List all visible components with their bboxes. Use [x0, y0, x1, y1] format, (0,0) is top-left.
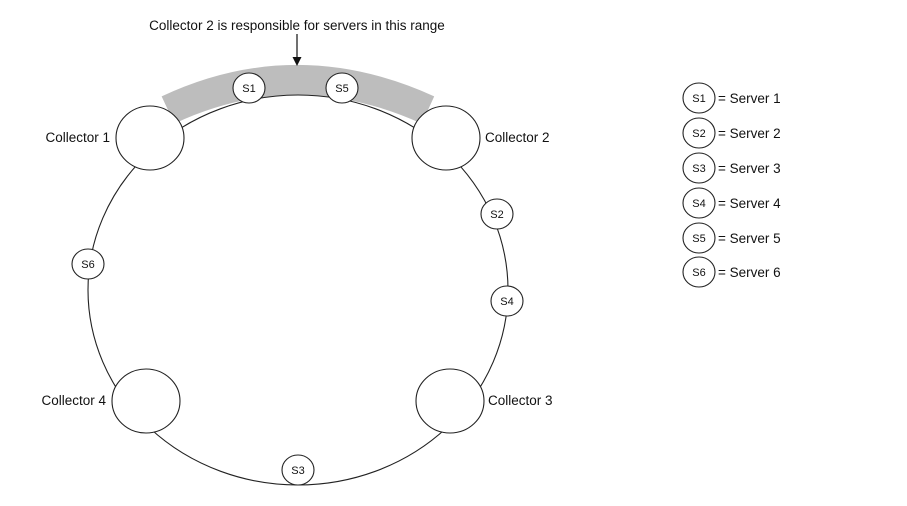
legend-s3-code: S3	[692, 163, 705, 175]
legend: S1 = Server 1 S2 = Server 2 S3 = Server …	[682, 82, 781, 288]
collector-2-node	[411, 105, 481, 171]
legend-item: S2 = Server 2	[682, 117, 781, 149]
legend-s4-text: = Server 4	[718, 196, 781, 211]
legend-s2-badge	[682, 117, 716, 149]
legend-s6-text: = Server 6	[718, 265, 781, 280]
collector-3: Collector 3	[415, 368, 553, 434]
collector-2-label: Collector 2	[485, 130, 550, 145]
collector-1-label: Collector 1	[45, 130, 110, 145]
server-s2-node	[480, 198, 514, 230]
server-s5-node	[325, 72, 359, 104]
callout-text: Collector 2 is responsible for servers i…	[149, 18, 445, 33]
server-s6-node	[71, 248, 105, 280]
server-s6: S6	[71, 248, 105, 280]
collector-2: Collector 2	[411, 105, 550, 171]
legend-s5-text: = Server 5	[718, 231, 781, 246]
collector-1-node	[115, 105, 185, 171]
server-s4: S4	[490, 285, 524, 317]
legend-s1-badge	[682, 82, 716, 114]
legend-s2-code: S2	[692, 128, 705, 140]
server-s1-label: S1	[242, 83, 255, 95]
server-s2-label: S2	[490, 209, 503, 221]
legend-s3-badge	[682, 152, 716, 184]
collector-3-node	[415, 368, 485, 434]
legend-s2-text: = Server 2	[718, 126, 781, 141]
server-s4-node	[490, 285, 524, 317]
server-s6-label: S6	[81, 259, 94, 271]
responsibility-range-band	[161, 65, 435, 124]
legend-item: S5 = Server 5	[682, 222, 781, 254]
legend-s6-code: S6	[692, 267, 705, 279]
server-s5-label: S5	[335, 83, 348, 95]
server-s1-node	[232, 72, 266, 104]
legend-item: S3 = Server 3	[682, 152, 781, 184]
server-s4-label: S4	[500, 296, 513, 308]
legend-item: S1 = Server 1	[682, 82, 781, 114]
legend-item: S4 = Server 4	[682, 187, 781, 219]
server-s3-node	[281, 454, 315, 486]
legend-s3-text: = Server 3	[718, 161, 781, 176]
server-s2: S2	[480, 198, 514, 230]
collector-4-node	[111, 368, 181, 434]
legend-s4-badge	[682, 187, 716, 219]
server-s1: S1	[232, 72, 266, 104]
server-s5: S5	[325, 72, 359, 104]
collector-4: Collector 4	[41, 368, 181, 434]
legend-s4-code: S4	[692, 198, 705, 210]
legend-s1-code: S1	[692, 93, 705, 105]
legend-s5-code: S5	[692, 233, 705, 245]
legend-s5-badge	[682, 222, 716, 254]
server-s3: S3	[281, 454, 315, 486]
legend-item: S6 = Server 6	[682, 256, 781, 288]
collector-1: Collector 1	[45, 105, 185, 171]
legend-s6-badge	[682, 256, 716, 288]
server-s3-label: S3	[291, 465, 304, 477]
legend-s1-text: = Server 1	[718, 91, 781, 106]
collector-4-label: Collector 4	[41, 393, 106, 408]
collector-3-label: Collector 3	[488, 393, 553, 408]
callout-arrow-head	[292, 57, 302, 66]
